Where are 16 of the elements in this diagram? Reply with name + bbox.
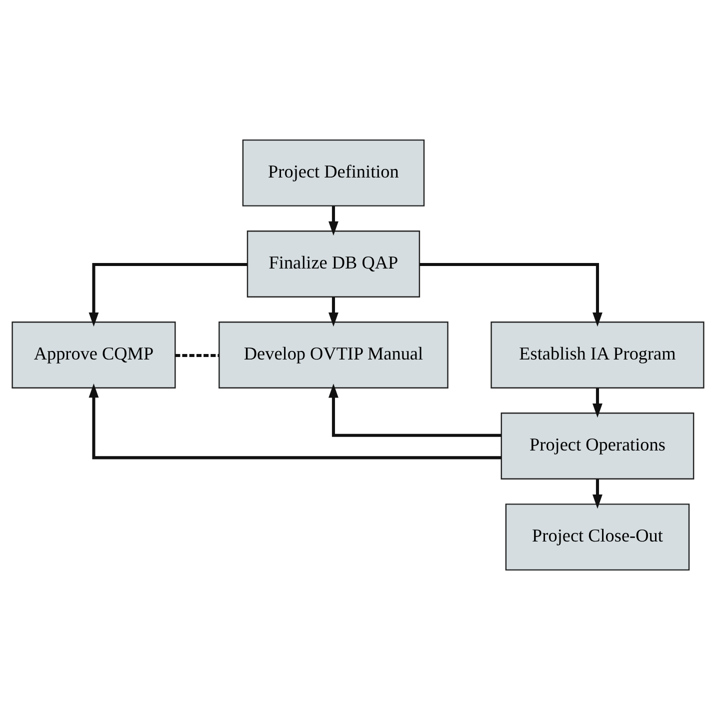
node-box: Establish IA Program — [490, 321, 704, 388]
arrow — [592, 388, 602, 418]
arrow — [88, 262, 248, 326]
arrow — [592, 478, 602, 508]
node-box: Develop OVTIP Manual — [218, 321, 448, 388]
node-box: Finalize DB QAP — [246, 230, 420, 297]
node-box: Project Definition — [242, 138, 425, 206]
node-box: Project Operations — [500, 412, 694, 480]
arrow — [328, 296, 338, 326]
arrow — [328, 383, 502, 436]
arrow — [420, 262, 602, 326]
node-box: Approve CQMP — [12, 321, 176, 388]
connector — [175, 353, 220, 357]
node-box: Project Close-Out — [505, 503, 690, 570]
arrow — [328, 206, 338, 236]
arrow — [88, 382, 502, 459]
